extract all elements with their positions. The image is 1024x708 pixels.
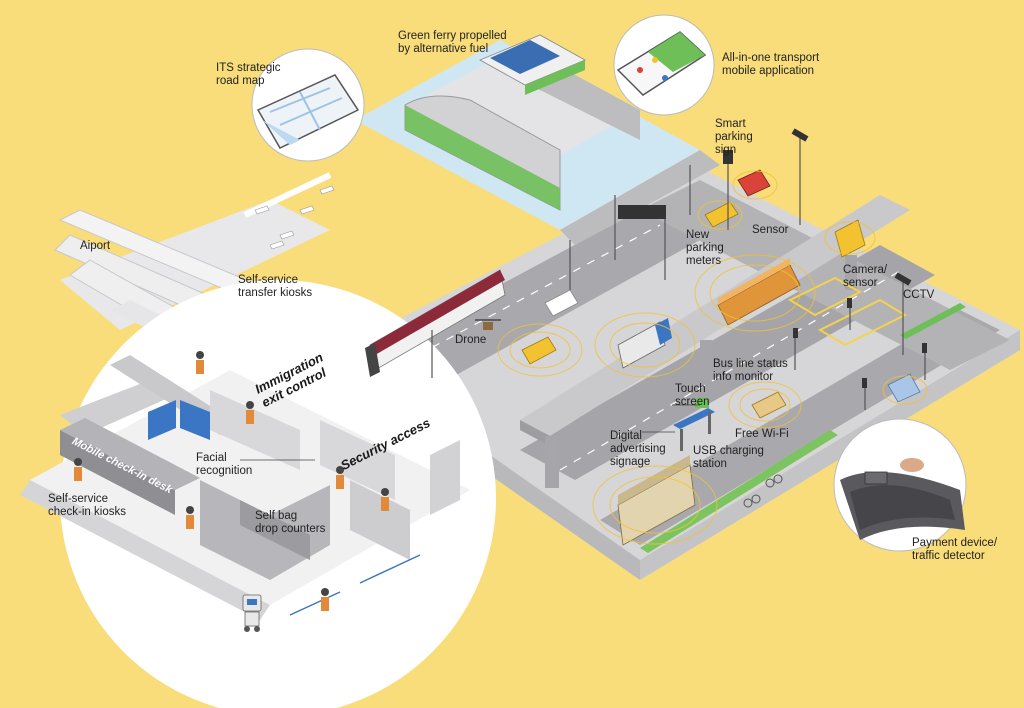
street-furniture (431, 135, 926, 410)
leader-lines (240, 404, 700, 461)
smartphone-icon (256, 74, 360, 149)
ferry-terminal (355, 34, 720, 245)
label-bus-status-monitor: Bus line status info monitor (713, 358, 788, 383)
signal-rings (497, 170, 928, 545)
traffic-light-icon (793, 298, 927, 388)
its-map-bubble (251, 48, 365, 162)
train-icon (365, 269, 506, 377)
vehicles (521, 169, 921, 546)
label-green-ferry: Green ferry propelled by alternative fue… (398, 30, 507, 55)
label-facial-recognition: Facial recognition (196, 452, 253, 477)
label-payment-device: Payment device/ traffic detector (912, 537, 998, 562)
terminal-cutaway (20, 280, 496, 708)
label-smart-parking-sign: Smart parking sign (715, 118, 753, 156)
label-sensor: Sensor (752, 224, 789, 236)
label-bag-drop: Self bag drop counters (255, 510, 326, 535)
car-icon (521, 169, 921, 419)
cctv-camera-icon (791, 128, 912, 286)
label-camera-sensor: Camera/ sensor (843, 264, 888, 289)
drone-icon (475, 319, 501, 330)
label-airport: Aiport (80, 240, 111, 252)
payment-device-bubble (833, 418, 967, 552)
label-touch-screen: Touch screen (675, 383, 710, 408)
smartphone-icon (616, 31, 707, 96)
label-free-wifi: Free Wi-Fi (735, 428, 789, 440)
robot-icon (242, 594, 262, 632)
label-drone: Drone (455, 334, 487, 346)
passenger-figures (74, 351, 389, 611)
city-platform (340, 165, 1020, 580)
label-new-parking-meters: New parking meters (686, 229, 724, 267)
label-checkin-kiosks: Self-service check-in kiosks (48, 493, 126, 518)
label-digital-signage: Digital advertising signage (610, 430, 666, 468)
label-its-road-map: ITS strategic road map (216, 62, 281, 87)
label-transfer-kiosks: Self-service transfer kiosks (238, 274, 313, 299)
label-usb-charging: USB charging station (693, 445, 764, 470)
label-cctv: CCTV (903, 289, 935, 301)
mobile-app-bubble (613, 14, 715, 116)
bus-icon (717, 258, 801, 326)
label-mobile-app: All-in-one transport mobile application (722, 52, 820, 77)
bus-shelter (673, 398, 715, 451)
